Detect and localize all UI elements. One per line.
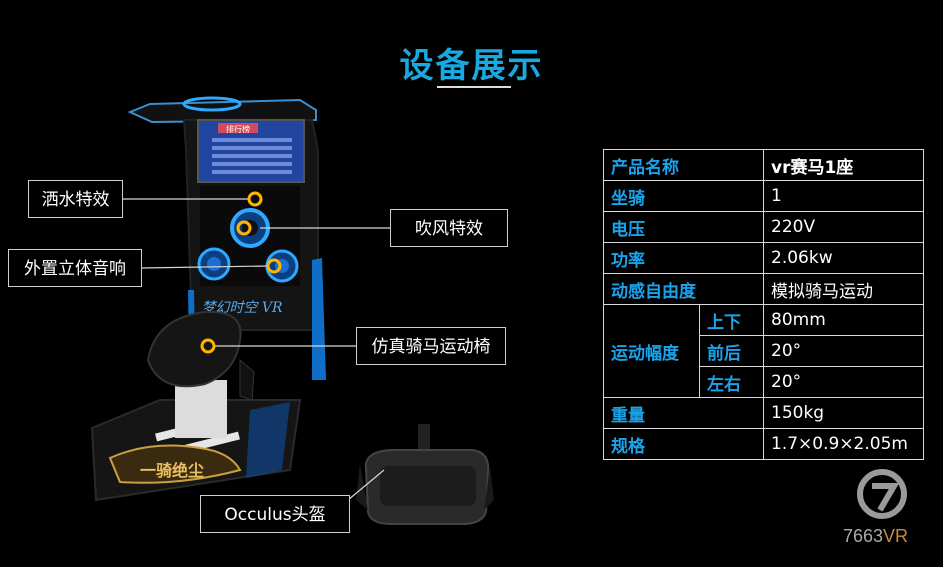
table-row: 规格 1.7×0.9×2.05m [603, 428, 924, 460]
spec-value: 模拟骑马运动 [763, 273, 924, 305]
marker-wind [236, 220, 252, 236]
brand-logo-icon [857, 469, 907, 519]
spec-value: 2.06kw [763, 242, 924, 274]
callout-water-effect: 洒水特效 [28, 180, 123, 218]
logo-suffix: VR [883, 526, 909, 546]
callout-lines [122, 198, 390, 501]
brand-logo-text: 7663VR [843, 526, 908, 547]
top-ring-light [182, 96, 242, 112]
spec-sublabel: 上下 [699, 304, 764, 336]
horse-saddle [146, 310, 242, 388]
table-row: 左右 20° [604, 366, 924, 398]
logo-number: 7663 [843, 526, 884, 546]
callout-external-speakers: 外置立体音响 [8, 249, 142, 287]
banner-text: 一骑绝尘 [140, 461, 204, 480]
table-row: 重量 150kg [603, 397, 924, 429]
table-row: 运动幅度 上下 80mm [603, 304, 924, 398]
table-row: 前后 20° [604, 335, 924, 367]
table-row: 动感自由度 模拟骑马运动 [603, 273, 924, 305]
marker-speaker [266, 258, 282, 274]
spec-label: 动感自由度 [603, 273, 764, 305]
callout-horse-seat: 仿真骑马运动椅 [356, 327, 506, 365]
table-row: 坐骑 1 [603, 180, 924, 212]
spec-table: 产品名称 vr赛马1座 坐骑 1 电压 220V 功率 2.06kw 动感自由度… [603, 149, 924, 460]
page-title: 设备展示 [399, 46, 544, 86]
spec-label: 功率 [603, 242, 764, 274]
spec-label: 运动幅度 [603, 304, 700, 398]
spec-value: vr赛马1座 [763, 149, 924, 181]
spec-label: 产品名称 [603, 149, 764, 181]
spec-value: 1 [763, 180, 924, 212]
vr-headset [356, 424, 494, 525]
table-row: 产品名称 vr赛马1座 [603, 149, 924, 181]
marker-water [247, 191, 263, 207]
spec-label: 坐骑 [603, 180, 764, 212]
callout-wind-effect: 吹风特效 [390, 209, 508, 247]
spec-value: 150kg [763, 397, 924, 429]
spec-label: 重量 [603, 397, 764, 429]
spec-sublabel: 左右 [699, 366, 764, 398]
spec-value: 1.7×0.9×2.05m [763, 428, 924, 460]
seat-post [175, 380, 227, 438]
marker-seat [200, 338, 216, 354]
spec-value: 20° [763, 335, 924, 367]
spec-value: 80mm [763, 304, 924, 336]
side-light-strip [312, 258, 326, 380]
spec-sublabel: 前后 [699, 335, 764, 367]
callout-occulus-headset: Occulus头盔 [200, 495, 350, 533]
spec-label: 规格 [603, 428, 764, 460]
title-underline [437, 86, 511, 88]
spec-value: 20° [763, 366, 924, 398]
logo-banner [108, 444, 242, 484]
spec-label: 电压 [603, 211, 764, 243]
table-row: 电压 220V [603, 211, 924, 243]
table-row: 功率 2.06kw [603, 242, 924, 274]
screen-title: 排行榜 [226, 124, 250, 134]
spec-value: 220V [763, 211, 924, 243]
